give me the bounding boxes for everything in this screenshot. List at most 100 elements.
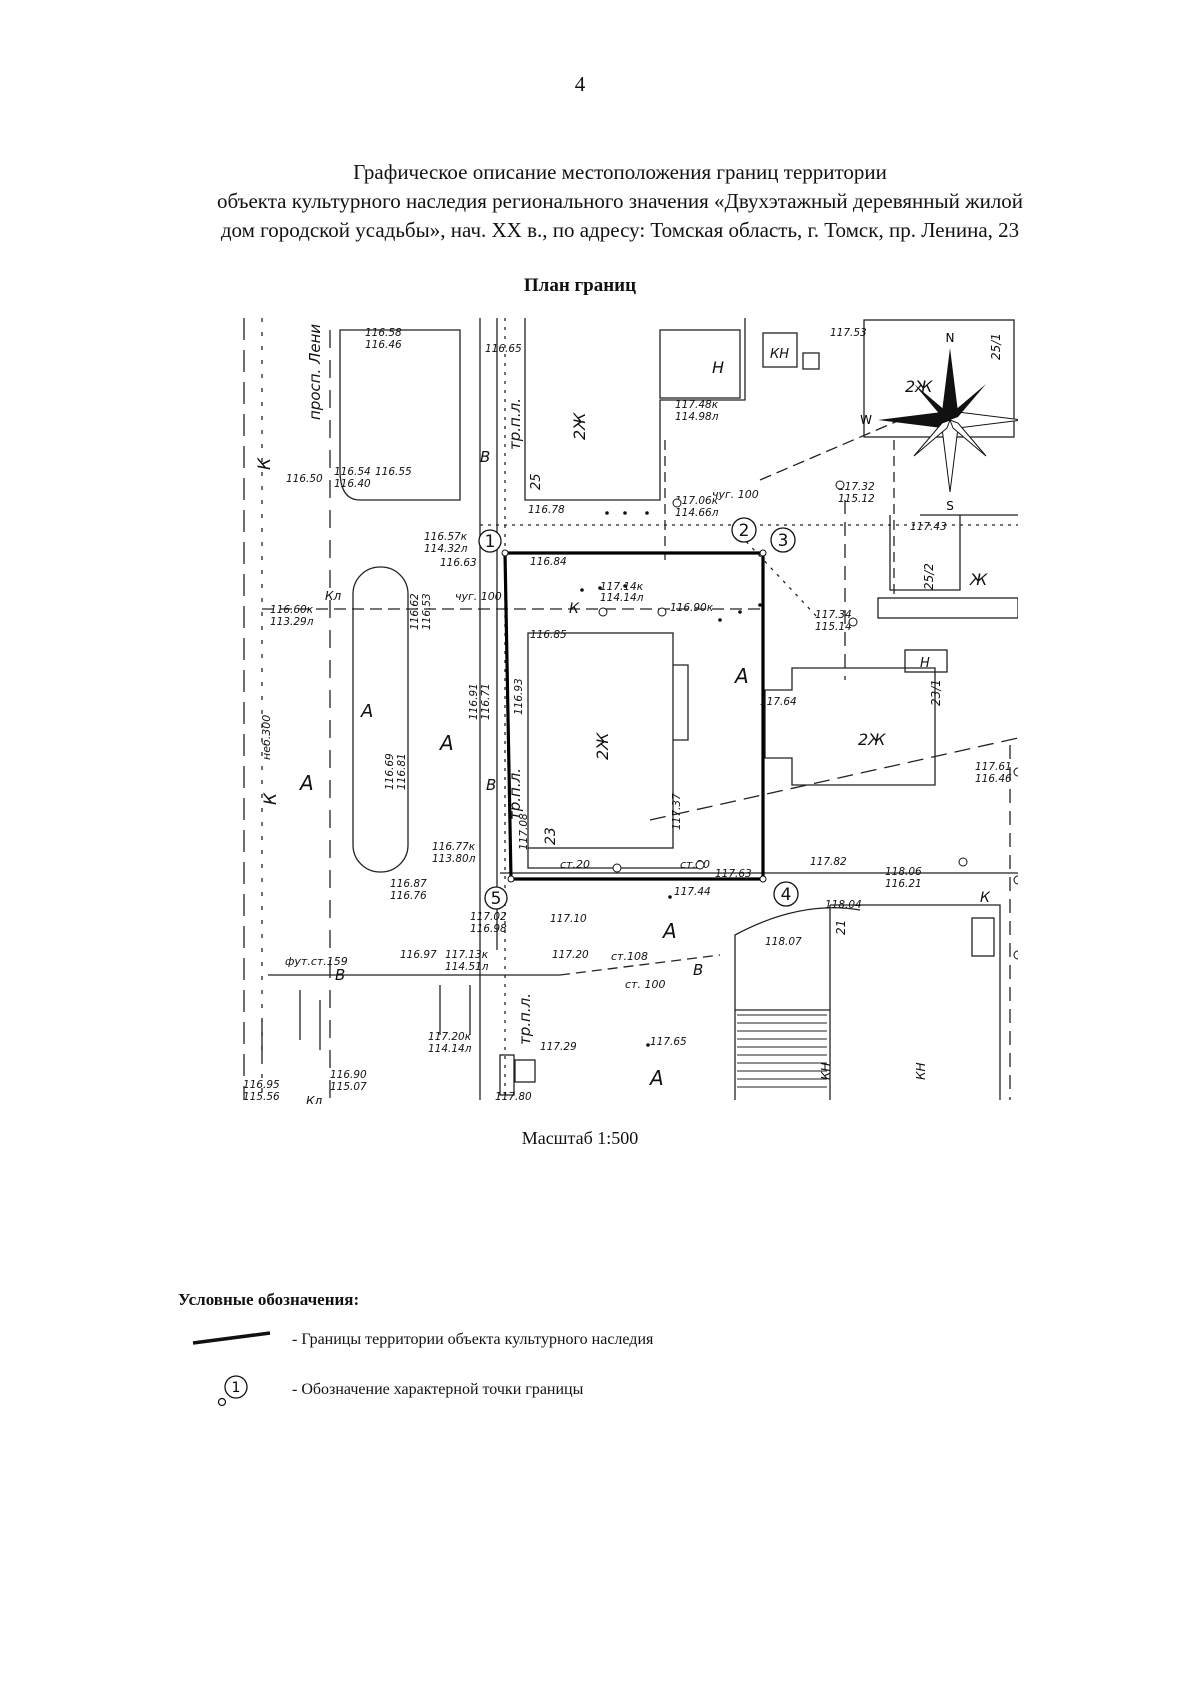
elevation-mark: 116.76 [390,890,427,902]
elevation-mark: 116.65 [485,343,522,355]
legend-item-point: 1 - Обозначение характерной точки границ… [190,1373,890,1413]
elevation-mark: 115.12 [838,493,875,505]
label-pipe-v-4: В [335,966,345,984]
elevation-marks: 116.58 116.46 116.65 117.53 116.50 116.5… [243,327,1012,1103]
elevation-mark: 116.46 [975,773,1012,785]
label-tr-pl-1: тр.п.л. [506,398,524,450]
elevation-mark: 118.04 [825,899,862,911]
elevation-mark: 117.65 [650,1036,687,1048]
map-scale: Масштаб 1:500 [521,1128,639,1148]
label-pipe-v-1: В [480,448,490,466]
elevation-mark: 116.69 [384,753,396,790]
label-tr-pl-2: тр.п.л. [506,768,524,820]
elevation-mark: 116.84 [530,556,567,568]
elevation-mark: 117.61 [975,761,1012,773]
elevation-mark: 115.07 [330,1081,367,1093]
label-area-a-5: А [648,1066,664,1090]
label-25-top: 25 [529,473,544,490]
plan-heading: План границ [523,275,637,296]
elevation-mark: 116.58 [365,327,402,339]
label-st108: ст.108 [611,950,648,963]
svg-text:3: 3 [778,531,789,551]
elevation-mark: 117.10 [550,913,587,925]
elevation-mark: 116.63 [440,557,477,569]
boundary-point-1: 1 [478,529,509,557]
label-2zh-right: 2Ж [858,730,886,749]
label-pipe-v-2: В [486,776,496,794]
svg-text:2: 2 [739,521,750,541]
elevation-mark: 118.07 [765,936,802,948]
page-number: 4 [574,72,586,96]
elevation-mark: 113.29л [270,616,314,628]
elevation-mark: 116.85 [530,629,567,641]
elevation-mark: 116.46 [365,339,402,351]
elevation-mark: 113.80л [432,853,476,865]
elevation-mark: 116.55 [375,466,412,478]
elevation-mark: 114.14л [600,592,644,604]
elevation-mark: 116.91 [468,683,480,720]
label-area-a-4: А [661,919,677,943]
label-2zh-main: 2Ж [593,732,612,760]
label-chug100-2: чуг. 100 [712,488,759,501]
label-kn-top: КН [770,347,789,362]
elevation-mark: 116.54 [334,466,371,478]
elevation-mark: 114.32л [424,543,468,555]
label-zh-right: Ж [969,570,988,589]
label-kl: Кл [306,1094,323,1104]
elevation-mark: 117.53 [830,327,867,339]
elevation-mark: 117.64 [760,696,797,708]
elevation-mark: 116.93 [513,678,525,715]
label-area-a-2: А [438,731,454,755]
boundary-point-4: 4 [759,875,799,907]
elevation-mark: 116.57к [424,531,468,543]
elevation-mark: 115.56 [243,1091,280,1103]
elevation-mark: 117.80 [495,1091,532,1103]
label-cable-k-2: К [261,792,281,805]
boundary-plan-map: 1 2 3 4 5 N S W [236,316,1018,1104]
elevation-mark: 117.82 [810,856,847,868]
elevation-mark: 116.40 [334,478,371,490]
title-line-2: объекта культурного наследия регионально… [216,189,1024,213]
elevation-mark: 114.51л [445,961,489,973]
legend-item-label: - Границы территории объекта культурного… [292,1331,654,1348]
elevation-mark: 116.98 [470,923,507,935]
boundary-point-3: 3 [770,527,796,553]
elevation-mark: 117.63 [715,868,752,880]
document-title: Графическое описание местоположения гран… [140,158,1100,245]
label-tr-pl-3: тр.п.л. [516,993,534,1045]
title-line-3: дом городской усадьбы», нач. XX в., по а… [220,218,1020,242]
label-23-1: 23/1 [929,679,943,706]
label-st20-2: ст.20 [680,858,710,871]
boundary-point-5: 5 [484,875,515,910]
elevation-mark: 117.13к [445,949,489,961]
label-area-a-6: А [360,701,373,722]
label-23-main: 23 [543,827,559,845]
label-25-2: 25/2 [922,563,936,590]
elevation-mark: 114.98л [675,411,719,423]
elevation-mark: 117.44 [674,886,711,898]
legend-item-boundary: - Границы территории объекта культурного… [190,1323,890,1363]
label-kn-bottom: КН [819,1062,833,1080]
label-25-1: 25/1 [989,333,1003,360]
elevation-mark: 117.20 [552,949,589,961]
label-neb300: неб.300 [260,715,273,760]
elevation-mark: 117.20к [428,1031,472,1043]
label-cable-k-4: К [980,890,991,906]
label-chug100-1: чуг. 100 [455,590,502,603]
elevation-mark: 116.62 [409,593,421,630]
label-fut159: фут.ст.159 [285,955,348,968]
elevation-mark: 116.87 [390,878,427,890]
label-2zh-topright: 2Ж [905,377,933,396]
elevation-mark: 116.81 [396,753,408,790]
svg-text:1: 1 [485,532,496,552]
boundary-line-symbol [192,1331,271,1345]
elevation-mark: 116.71 [480,683,492,720]
label-st20-1: ст.20 [560,858,590,871]
elevation-mark: 116.90к [670,602,714,614]
legend-heading: Условные обозначения: [178,1290,360,1309]
svg-text:5: 5 [491,889,502,909]
elevation-mark: 117.48к [675,399,719,411]
elevation-mark: 117.08 [518,813,530,850]
label-street: просп. Лени [306,324,324,420]
label-n-right: Н [920,656,930,671]
